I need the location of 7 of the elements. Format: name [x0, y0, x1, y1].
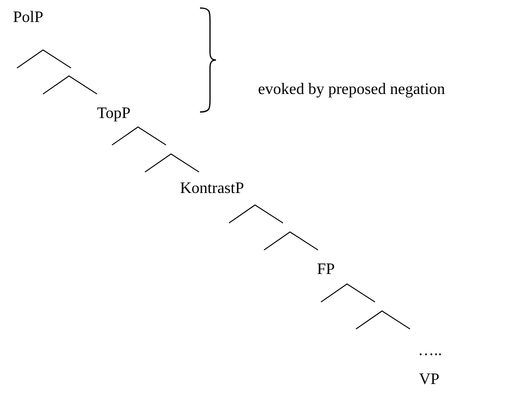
phrase-label: TopP [97, 106, 131, 122]
phrase-label: KontrastP [180, 181, 244, 197]
phrase-label: FP [317, 262, 335, 278]
annotation-text: evoked by preposed negation [258, 82, 446, 98]
phrase-label: PolP [13, 10, 44, 26]
ellipsis: ….. [418, 343, 442, 359]
phrase-label: VP [419, 372, 440, 388]
